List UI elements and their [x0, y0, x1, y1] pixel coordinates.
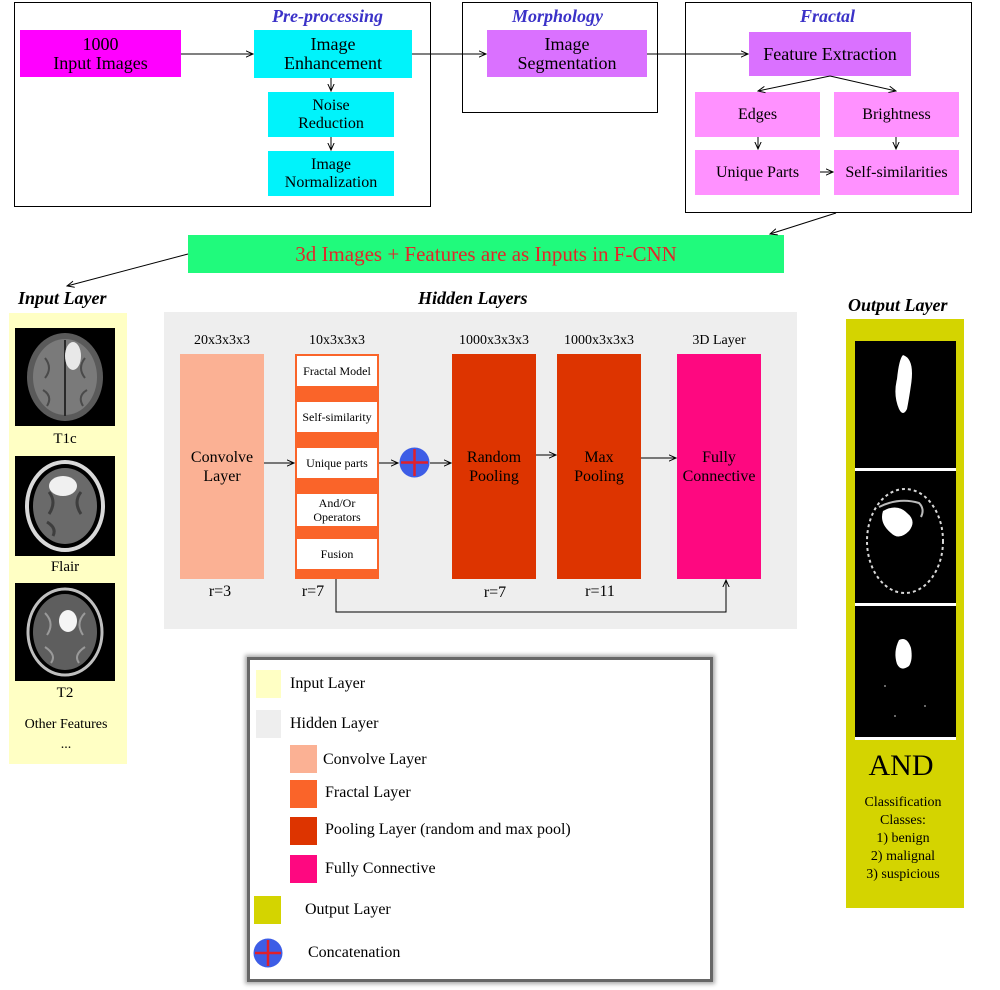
class-benign: 1) benign	[876, 831, 930, 846]
convolve-line1: Convolve	[190, 448, 254, 466]
legend-label-output: Output Layer	[305, 901, 391, 918]
unique-parts-item: Unique parts	[297, 448, 377, 478]
random-pool-line2: Pooling	[469, 467, 519, 485]
fractal-title: Fractal	[800, 6, 856, 26]
output-divider-1	[855, 468, 956, 471]
input-images-count: 1000	[82, 33, 119, 54]
other-features-ellipsis: ...	[60, 737, 72, 752]
and-or-operators-item: And/Or Operators	[297, 494, 377, 526]
convolve-r: r=3	[208, 583, 232, 600]
unique-parts-box: Unique Parts	[695, 150, 820, 195]
brightness-box: Brightness	[834, 92, 959, 137]
legend-swatch-output	[254, 896, 281, 924]
output-scan-3-image	[855, 606, 956, 737]
image-normalization-box: Image Normalization	[268, 151, 394, 196]
t1c-label: T1c	[53, 430, 77, 447]
noise-line1: Noise	[312, 96, 350, 114]
self-similarities-box: Self-similarities	[834, 150, 959, 195]
legend-swatch-fully	[290, 855, 317, 883]
max-pooling-box: Max Pooling	[557, 354, 641, 579]
fractal-r: r=7	[301, 583, 325, 600]
class-malignal: 2) malignal	[870, 849, 936, 864]
enhancement-line1: Image	[310, 34, 356, 54]
image-segmentation-box: Image Segmentation	[487, 30, 647, 77]
input-images-label: Input Images	[53, 52, 148, 73]
max-pool-line1: Max	[584, 448, 614, 466]
t2-label: T2	[56, 684, 74, 701]
output-scan-2-image	[855, 471, 956, 603]
convolve-dims: 20x3x3x3	[194, 333, 250, 348]
legend-label-hidden: Hidden Layer	[290, 715, 379, 732]
self-similarity-item: Self-similarity	[297, 402, 377, 432]
legend-swatch-hidden	[256, 710, 281, 738]
random-pool-dims: 1000x3x3x3	[459, 333, 529, 348]
legend-label-fractal: Fractal Layer	[325, 784, 411, 801]
legend-label-pooling: Pooling Layer (random and max pool)	[325, 821, 571, 838]
input-images-box: 1000 Input Images	[20, 30, 181, 77]
random-pool-line1: Random	[466, 448, 522, 466]
fully-connective-box: Fully Connective	[677, 354, 761, 579]
fully-line1: Fully	[702, 448, 736, 466]
output-and-label: AND	[868, 749, 934, 782]
preprocessing-title: Pre-processing	[272, 6, 383, 26]
random-pool-r: r=7	[483, 584, 507, 601]
legend-swatch-fractal	[290, 780, 317, 808]
output-divider-3	[855, 737, 956, 740]
random-pooling-box: Random Pooling	[452, 354, 536, 579]
normalization-line2: Normalization	[284, 173, 378, 191]
operators-line: Operators	[313, 510, 361, 524]
fusion-item: Fusion	[297, 539, 377, 569]
max-pool-dims: 1000x3x3x3	[564, 333, 634, 348]
legend-box	[247, 657, 713, 982]
classification-title: Classification	[864, 795, 942, 810]
arrow-fractal-to-banner	[770, 212, 837, 234]
flair-scan-image	[15, 456, 115, 556]
noise-line2: Reduction	[298, 114, 364, 132]
convolve-line2: Layer	[203, 467, 241, 485]
output-scan-1-image	[855, 341, 956, 468]
fully-dims: 3D Layer	[692, 333, 746, 348]
legend-concatenation-icon	[253, 938, 283, 968]
hidden-layers-title: Hidden Layers	[418, 288, 528, 308]
t1c-scan-image	[15, 328, 115, 426]
other-features-label: Other Features	[24, 717, 108, 732]
t2-scan-image	[15, 583, 115, 681]
convolve-layer-box: Convolve Layer	[180, 354, 264, 579]
legend-label-fully: Fully Connective	[325, 860, 436, 877]
fully-line2: Connective	[682, 467, 756, 485]
concatenation-icon	[399, 447, 430, 478]
segmentation-line1: Image	[544, 33, 590, 54]
flair-label: Flair	[50, 558, 80, 575]
input-layer-title: Input Layer	[18, 288, 107, 308]
feature-extraction-box: Feature Extraction	[749, 32, 911, 76]
max-pool-line2: Pooling	[574, 467, 624, 485]
arrow-banner-to-input-layer	[67, 253, 189, 286]
fractal-dims: 10x3x3x3	[309, 333, 365, 348]
legend-label-concatenation: Concatenation	[308, 944, 401, 961]
legend-label-convolve: Convolve Layer	[323, 751, 427, 768]
enhancement-line2: Enhancement	[284, 53, 382, 73]
legend-label-input: Input Layer	[290, 675, 366, 692]
morphology-title: Morphology	[512, 6, 604, 26]
edges-box: Edges	[695, 92, 820, 137]
classification-classes: Classes:	[880, 813, 926, 828]
output-layer-title: Output Layer	[848, 295, 948, 315]
fractal-model-item: Fractal Model	[297, 356, 377, 386]
segmentation-line2: Segmentation	[517, 52, 617, 73]
noise-reduction-box: Noise Reduction	[268, 92, 394, 137]
classification-text: Classification Classes: 1) benign 2) mal…	[846, 794, 960, 884]
output-divider-2	[855, 603, 956, 606]
legend-swatch-input	[256, 670, 281, 698]
legend-swatch-convolve	[290, 745, 317, 773]
class-suspicious: 3) suspicious	[866, 867, 940, 882]
image-enhancement-box: Image Enhancement	[254, 30, 412, 78]
max-pool-r: r=11	[585, 583, 615, 600]
legend-swatch-pooling	[290, 817, 317, 845]
inputs-banner: 3d Images + Features are as Inputs in F-…	[188, 235, 784, 273]
normalization-line1: Image	[311, 155, 351, 173]
and-or-line: And/Or	[318, 496, 356, 510]
